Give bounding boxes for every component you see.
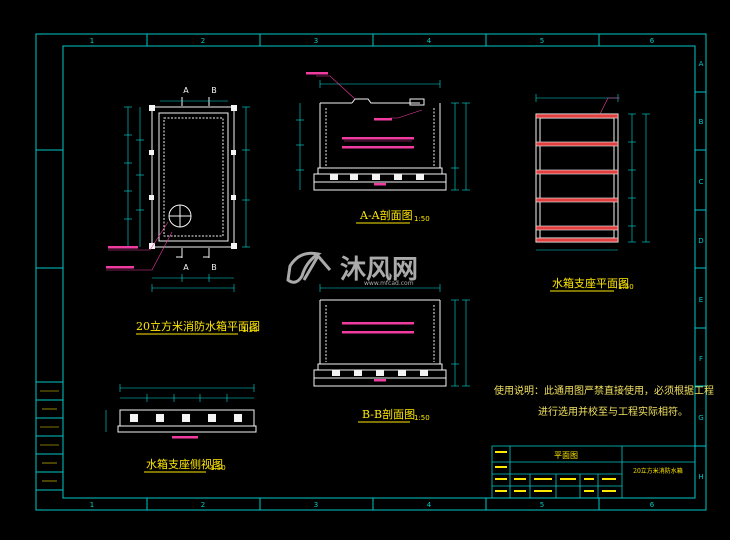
base-plan-view: 水箱支座平面图 1:50 [535, 94, 650, 292]
title-block: 平面图 20立方米消防水箱 [491, 445, 696, 499]
cut-label-b-bottom: B [211, 263, 217, 272]
logo-url: www.mfcad.com [364, 280, 414, 287]
grid-col-label: 3 [314, 37, 318, 45]
base-side-view: 水箱支座侧视图 1:50 [105, 384, 257, 473]
grid-row-label: A [699, 60, 704, 68]
sheet-frame [35, 33, 707, 511]
cut-label-a-bottom: A [183, 263, 189, 272]
logo-icon [286, 251, 332, 284]
section-b-scale: 1:50 [414, 414, 430, 422]
grid-row-label: G [698, 414, 703, 422]
grid-row-label: H [698, 473, 703, 481]
section-a-title: A-A剖面图 [359, 208, 413, 222]
grid-row-label: E [699, 296, 703, 304]
grid-row-label: F [699, 355, 703, 363]
grid-row-labels: A B C D E F G H [698, 60, 703, 481]
note-line-2: 进行选用并校至与工程实际相符。 [538, 405, 688, 418]
tank-plan-view: A B A B 20立 [106, 86, 260, 335]
title-block-project: 20立方米消防水箱 [633, 467, 683, 475]
grid-col-label: 5 [540, 501, 544, 509]
grid-col-label: 5 [540, 37, 544, 45]
grid-col-label: 3 [314, 501, 318, 509]
grid-col-label: 6 [650, 37, 655, 45]
grid-col-label: 1 [90, 501, 94, 509]
section-b-view: B-B剖面图 1:50 [313, 284, 470, 423]
grid-col-label: 2 [201, 37, 205, 45]
watermark-logo: 沐风网 www.mfcad.com [286, 251, 418, 287]
grid-row-label: D [698, 237, 703, 245]
grid-col-label: 4 [427, 37, 432, 45]
leader-text-mark [108, 246, 138, 249]
plan-view-scale: 1:50 [242, 326, 258, 334]
base-plan-title: 水箱支座平面图 [552, 276, 629, 290]
section-b-title: B-B剖面图 [362, 407, 415, 421]
cut-label-b-top: B [211, 86, 217, 95]
left-signature-block [35, 381, 64, 491]
grid-col-label: 1 [90, 37, 94, 45]
note-line-1: 使用说明：此通用图严禁直接使用，必须根据工程 [494, 384, 714, 397]
base-plan-scale: 1:50 [618, 283, 634, 291]
logo-name: 沐风网 [340, 255, 418, 285]
base-side-title: 水箱支座侧视图 [146, 457, 223, 471]
usage-note: 使用说明：此通用图严禁直接使用，必须根据工程 进行选用并校至与工程实际相符。 [494, 384, 714, 418]
grid-col-label: 2 [201, 501, 205, 509]
leader-text-mark [106, 266, 134, 269]
grid-row-label: B [699, 118, 704, 126]
cut-label-a-top: A [183, 86, 189, 95]
grid-col-label: 6 [650, 501, 655, 509]
plan-view-title: 20立方米消防水箱平面图 [136, 319, 260, 333]
section-a-scale: 1:50 [414, 215, 430, 223]
grid-row-label: C [699, 178, 704, 186]
base-side-scale: 1:50 [210, 464, 226, 472]
title-block-drawing-name: 平面图 [554, 451, 578, 460]
grid-column-labels-top: 1 2 3 4 5 6 [90, 37, 655, 45]
grid-col-label: 4 [427, 501, 432, 509]
grid-column-labels-bottom: 1 2 3 4 5 6 [90, 501, 655, 509]
section-a-view: A-A剖面图 1:50 [296, 72, 470, 224]
